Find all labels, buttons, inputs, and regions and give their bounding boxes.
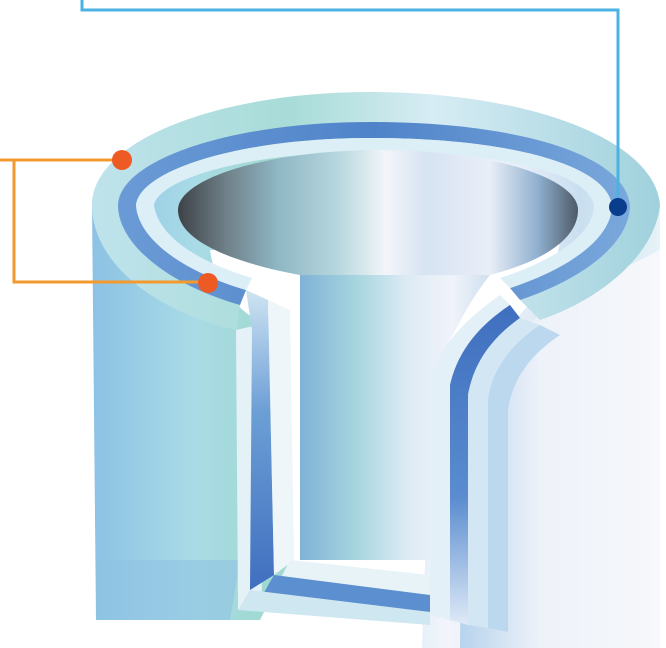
bore-top-opening [178,150,578,275]
left-wall-inner-strip [268,300,294,575]
floor-band-blue [262,575,430,612]
tube-base-left [96,560,240,620]
floor-band-outer [238,590,430,625]
left-bracket-line [0,158,208,284]
right-wall-outer [468,318,540,628]
right-wall-blue [450,305,520,625]
middle-layer-marker [112,150,132,170]
bore-shaft [300,275,490,560]
outer-layer-callout [80,0,627,216]
left-wall-blue-strip [246,290,274,590]
floor-band-inner [280,560,430,595]
left-bracket-callout [0,150,218,293]
right-wall-face [488,325,560,632]
bore [178,150,578,560]
outer-layer-marker [609,198,627,216]
cutaway-walls [236,290,560,632]
inner-layer-marker [198,273,218,293]
outer-layer-leader-line [80,0,620,207]
